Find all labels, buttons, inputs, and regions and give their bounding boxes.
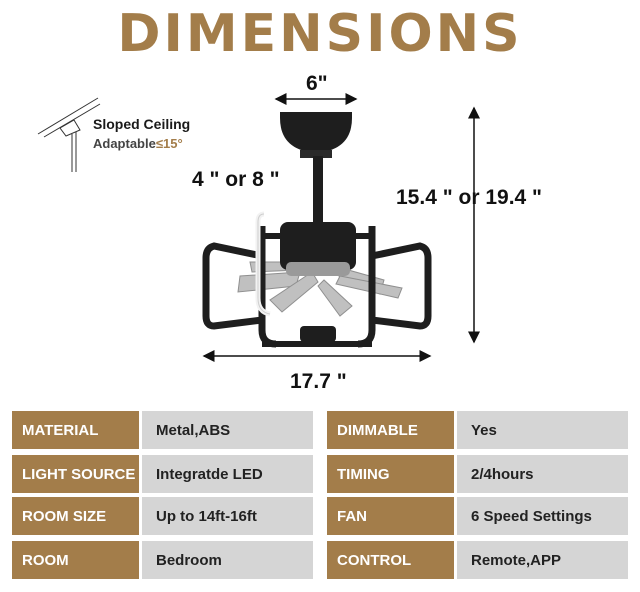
spec-value-room-size: Up to 14ft-16ft xyxy=(142,497,313,535)
spec-value-dimmable: Yes xyxy=(457,411,628,449)
page-title: DIMENSIONS xyxy=(117,4,523,64)
width-label: 17.7 " xyxy=(290,370,347,393)
spec-value-fan: 6 Speed Settings xyxy=(457,497,628,535)
height-label: 15.4 " or 19.4 " xyxy=(396,186,542,209)
spec-value-timing: 2/4hours xyxy=(457,455,628,493)
canopy-width-label: 6" xyxy=(306,72,328,95)
spec-value-room: Bedroom xyxy=(142,541,313,579)
spec-label-fan: FAN xyxy=(327,497,454,535)
spec-label-room-size: ROOM SIZE xyxy=(12,497,139,535)
downrod-length-label: 4 " or 8 " xyxy=(192,168,280,191)
spec-value-control: Remote,APP xyxy=(457,541,628,579)
spec-value-material: Metal,ABS xyxy=(142,411,313,449)
spec-label-room: ROOM xyxy=(12,541,139,579)
spec-label-material: MATERIAL xyxy=(12,411,139,449)
spec-value-light-source: Integratde LED xyxy=(142,455,313,493)
spec-label-timing: TIMING xyxy=(327,455,454,493)
sloped-ceiling-label: Sloped Ceiling xyxy=(93,116,191,132)
sloped-ceiling-icon xyxy=(37,97,101,172)
ceiling-fan-illustration xyxy=(202,112,432,348)
spec-label-light-source: LIGHT SOURCE xyxy=(12,455,139,493)
spec-label-dimmable: DIMMABLE xyxy=(327,411,454,449)
sloped-adaptable-text: Adaptable≤15° xyxy=(93,136,183,151)
spec-label-control: CONTROL xyxy=(327,541,454,579)
